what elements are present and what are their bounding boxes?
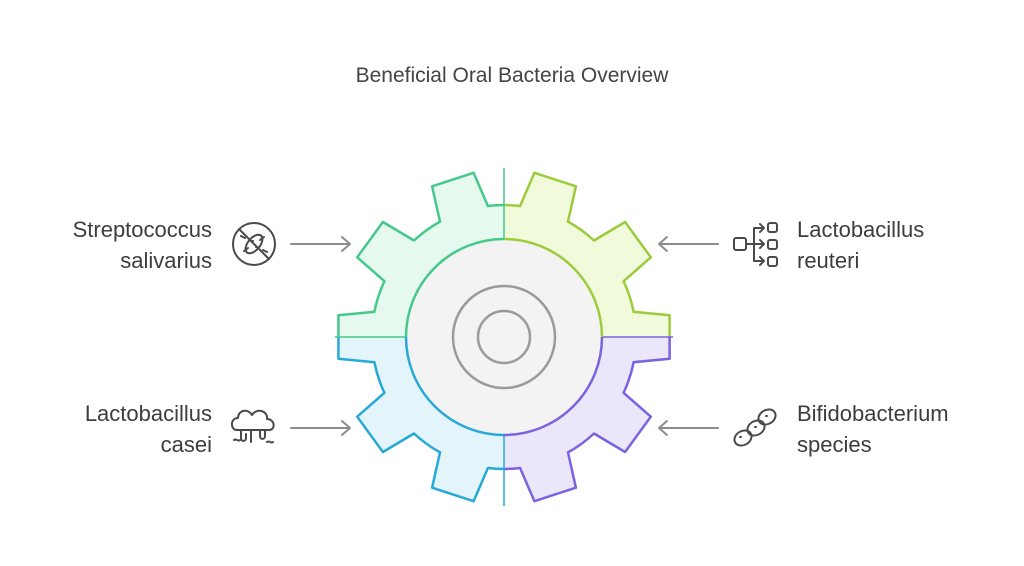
bacteria-chain-icon	[733, 408, 777, 447]
hub-ring-top-right	[503, 237, 604, 338]
bacteria-blocked-icon	[232, 222, 276, 266]
arrow-bifidobacterium	[658, 420, 719, 436]
hub-outer-circle	[451, 284, 557, 390]
label-lactobacillus-casei: Lactobacillus casei	[85, 398, 212, 460]
label-line: Lactobacillus	[84, 401, 212, 426]
label-line: Lactobacillus	[797, 217, 925, 242]
hub-ring-bottom-left	[404, 336, 505, 437]
label-lactobacillus-reuteri: Lactobacillus reuteri	[797, 214, 924, 276]
arrow-lactobacillus-reuteri	[658, 236, 719, 252]
label-line: Streptococcus	[72, 217, 212, 242]
label-line: Bifidobacterium	[797, 401, 949, 426]
cloud-drip-icon	[230, 409, 275, 444]
label-line: reuteri	[797, 248, 860, 273]
label-line: casei	[160, 432, 212, 457]
label-line: species	[797, 432, 872, 457]
arrow-streptococcus	[290, 236, 351, 252]
label-line: salivarius	[120, 248, 212, 273]
label-streptococcus-salivarius: Streptococcus salivarius	[73, 214, 212, 276]
hub-ring-bottom-right	[503, 336, 604, 437]
gear-hub	[406, 239, 602, 435]
arrow-lactobacillus-casei	[290, 420, 351, 436]
hub-ring-top-left	[404, 237, 505, 338]
network-branch-icon	[733, 222, 778, 267]
diagram-title: Beneficial Oral Bacteria Overview	[355, 64, 669, 87]
hub-inner-circle	[476, 309, 532, 365]
label-bifidobacterium-species: Bifidobacterium species	[797, 398, 949, 460]
